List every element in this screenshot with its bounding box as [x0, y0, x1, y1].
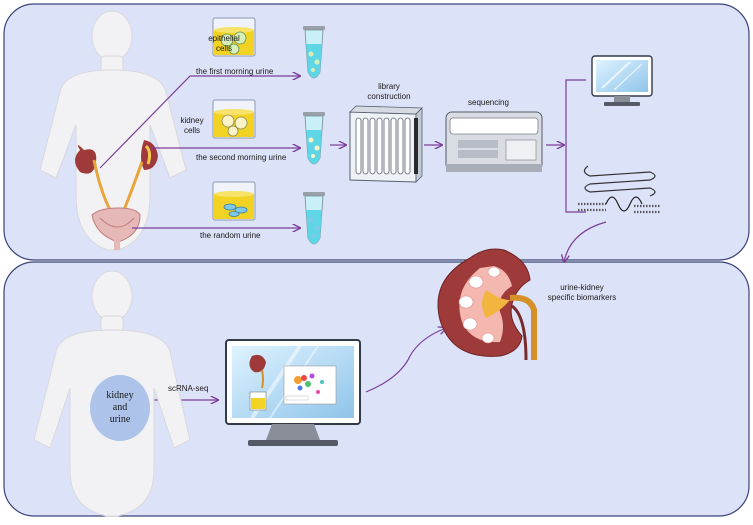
results-monitor [591, 55, 653, 106]
label-scrna-seq: scRNA-seq [168, 384, 209, 393]
tube-second [303, 112, 325, 165]
label-biomarkers: urine-kidney specific biomarkers [540, 283, 624, 303]
label-epithelial-line1: epithelial [208, 34, 240, 43]
label-epithelial-cells: epithelial cells [196, 34, 252, 54]
beaker-kidney [212, 99, 256, 139]
label-epithelial-line2: cells [215, 44, 232, 53]
large-kidney [437, 248, 537, 361]
arrow-monitor-to-kidney [365, 328, 446, 393]
urinary-system [75, 140, 158, 250]
beaker-epithelial [212, 17, 256, 57]
label-biomarkers-line1: urine-kidney [560, 283, 604, 292]
label-kau-line2: and [112, 402, 128, 413]
label-library-line1: library [378, 82, 400, 91]
tube-first [303, 26, 325, 79]
arrow-first-urine [99, 76, 300, 169]
label-library-line2: construction [367, 92, 411, 101]
beaker-random [212, 181, 256, 221]
label-random-urine: the random urine [200, 231, 261, 240]
arrow-results-to-kidney [564, 221, 607, 262]
results-bracket [565, 79, 586, 213]
label-kau-line1: kidney [106, 390, 134, 401]
library-construction-device [349, 105, 423, 183]
top-human-body [39, 10, 187, 251]
label-second-morning-urine: the second morning urine [196, 153, 287, 162]
label-first-morning-urine: the first morning urine [196, 67, 274, 76]
analysis-monitor [225, 339, 361, 446]
sequencer-machine [445, 111, 543, 172]
label-kidney-and-urine: kidney and urine [96, 390, 144, 426]
label-library-construction: library construction [354, 82, 424, 102]
label-biomarkers-line2: specific biomarkers [547, 293, 617, 302]
bottom-panel [3, 261, 750, 517]
label-kau-line3: urine [109, 414, 131, 425]
tube-random [303, 192, 325, 245]
label-kidney-line1: kidney [180, 116, 204, 125]
label-kidney-cells: kidney cells [172, 116, 212, 136]
dna-chromatin [578, 165, 660, 214]
kidney-urine-ellipse [90, 375, 150, 441]
label-kidney-line2: cells [183, 126, 200, 135]
label-sequencing: sequencing [468, 98, 509, 107]
